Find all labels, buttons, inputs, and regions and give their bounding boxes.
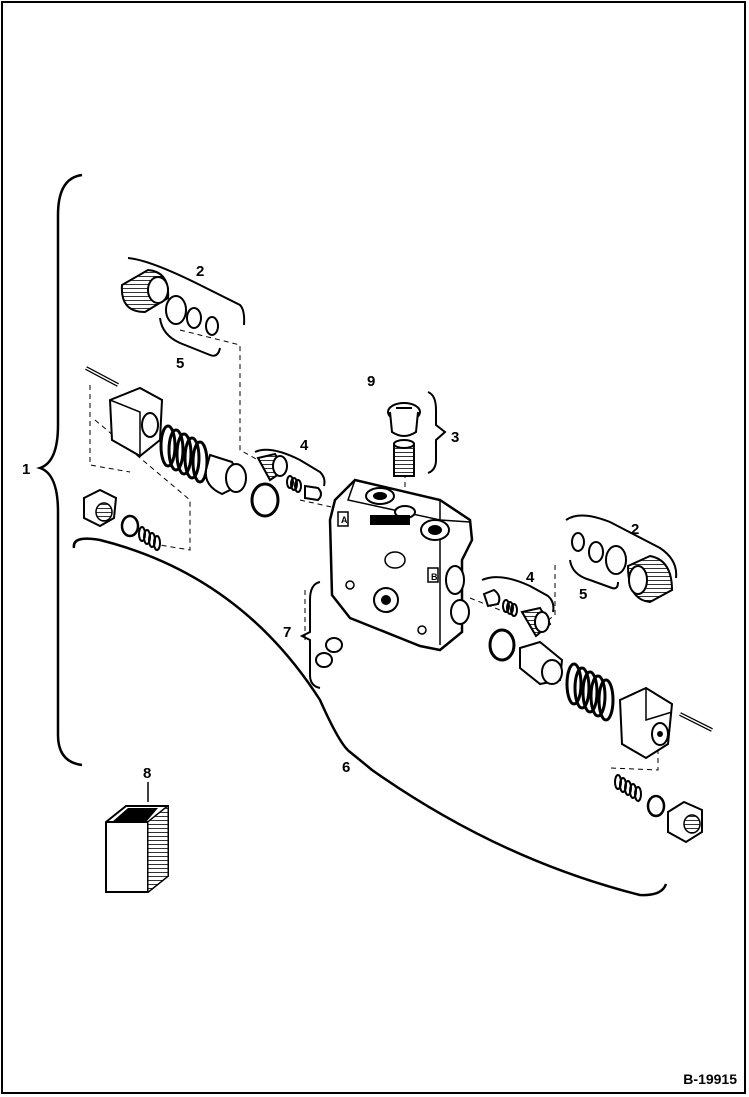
figure-id: B-19915 bbox=[683, 1071, 737, 1087]
bracket-item-4-left bbox=[254, 448, 326, 487]
valve-section-body bbox=[328, 478, 474, 652]
seal-kit-box-item-8 bbox=[105, 804, 169, 894]
bracket-item-7 bbox=[299, 581, 321, 689]
relief-cap-right bbox=[626, 554, 674, 604]
callout-8: 8 bbox=[143, 765, 151, 782]
bracket-item-5-left bbox=[159, 317, 221, 357]
plug-item-9 bbox=[387, 402, 421, 437]
check-spring-right bbox=[502, 599, 518, 617]
callout-4-right: 4 bbox=[526, 569, 535, 586]
check-plug-left bbox=[256, 452, 288, 482]
o-ring-item-7-upper bbox=[325, 637, 343, 653]
callout-5-right: 5 bbox=[579, 586, 587, 603]
callout-2-right: 2 bbox=[631, 521, 639, 538]
port-label-a: A bbox=[341, 515, 348, 525]
relief-cartridge-item-3 bbox=[393, 439, 415, 477]
o-ring-plug-left bbox=[120, 514, 140, 538]
end-cap-left bbox=[108, 386, 164, 458]
o-ring-plug-right bbox=[646, 794, 666, 818]
callout-4-left: 4 bbox=[300, 437, 309, 454]
check-spring-left bbox=[286, 475, 302, 493]
o-ring-right-mid bbox=[588, 541, 604, 563]
o-ring-left-large bbox=[165, 295, 187, 325]
plug-lower-left bbox=[83, 488, 118, 528]
bracket-item-2-left bbox=[127, 257, 246, 326]
spring-right bbox=[565, 662, 615, 722]
callout-5-left: 5 bbox=[176, 355, 184, 372]
check-poppet-left bbox=[304, 484, 322, 502]
brace-item-1 bbox=[36, 173, 83, 767]
end-cap-right bbox=[618, 686, 674, 760]
bracket-item-3 bbox=[427, 391, 447, 474]
callout-2-left: 2 bbox=[196, 263, 204, 280]
callout-1: 1 bbox=[22, 461, 30, 478]
callout-3: 3 bbox=[451, 429, 459, 446]
o-ring-right-large bbox=[605, 545, 627, 575]
callout-6: 6 bbox=[342, 759, 350, 776]
relief-cap-left bbox=[120, 268, 170, 314]
callout-7: 7 bbox=[283, 624, 291, 641]
bracket-item-2-right bbox=[565, 514, 678, 579]
bracket-item-5-right bbox=[569, 559, 619, 590]
o-ring-spool-right bbox=[488, 628, 516, 662]
callout-9: 9 bbox=[367, 373, 375, 390]
o-ring-left-mid bbox=[186, 307, 202, 329]
o-ring-left-small bbox=[205, 316, 219, 336]
spring-retainer-left bbox=[204, 453, 247, 496]
bracket-item-4-right bbox=[481, 576, 555, 613]
brace-item-6 bbox=[72, 537, 668, 897]
plug-lower-right bbox=[667, 800, 703, 844]
o-ring-item-7-lower bbox=[315, 652, 333, 668]
spring-retainer-right bbox=[519, 640, 564, 686]
port-label-b: B bbox=[431, 572, 438, 582]
o-ring-right-small bbox=[571, 532, 585, 552]
check-poppet-right bbox=[482, 588, 501, 608]
small-spring-left bbox=[138, 526, 161, 551]
o-ring-spool-left bbox=[250, 482, 280, 518]
spring-left bbox=[159, 424, 209, 484]
check-plug-right bbox=[520, 606, 552, 638]
small-spring-right bbox=[614, 774, 642, 802]
